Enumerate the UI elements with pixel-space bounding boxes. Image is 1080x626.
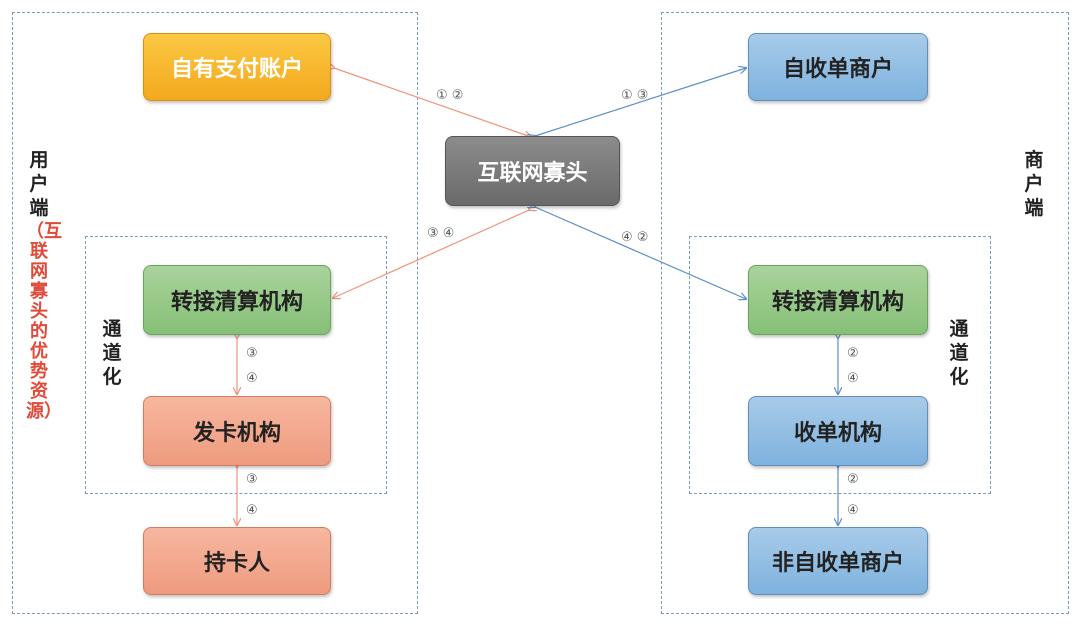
step-label-left-clearing-issuer-2: ④ (246, 371, 258, 386)
right-clearing-box: 转接清算机构 (748, 265, 928, 335)
step-label-left-clearing: ③ ④ (427, 226, 455, 241)
arrow-oligarch-right-clearing (535, 207, 746, 299)
left-clearing-box: 转接清算机构 (143, 265, 331, 335)
merchant-side-label: 商户端 (1024, 149, 1044, 219)
step-label-self-merchant: ① ③ (621, 88, 649, 103)
arrow-own-account-oligarch (334, 68, 531, 137)
self-acquiring-merchant-box: 自收单商户 (748, 33, 928, 101)
step-label-left-clearing-issuer-1: ③ (246, 346, 258, 361)
step-label-right-clearing-acquirer-2: ④ (847, 371, 859, 386)
step-label-right-clearing: ④ ② (621, 230, 649, 245)
user-side-sub-label: （互联网寡头的优势资源） (26, 221, 62, 422)
right-channel-label: 通道化 (949, 318, 969, 388)
step-label-issuer-cardholder-2: ④ (246, 503, 258, 518)
step-label-acquirer-merchant-2: ④ (847, 503, 859, 518)
user-side-region (12, 12, 418, 614)
step-label-right-clearing-acquirer-1: ② (847, 346, 859, 361)
non-self-acquiring-merchant-box: 非自收单商户 (748, 527, 928, 595)
step-label-acquirer-merchant-1: ② (847, 472, 859, 487)
user-side-label: 用户端 (29, 149, 49, 219)
internet-oligarch-box: 互联网寡头 (445, 136, 620, 206)
issuer-box: 发卡机构 (143, 396, 331, 466)
merchant-side-region (661, 12, 1069, 614)
acquirer-box: 收单机构 (748, 396, 928, 466)
arrow-oligarch-left-clearing (333, 210, 529, 298)
arrow-oligarch-self-merchant (535, 68, 746, 136)
left-channel-label: 通道化 (102, 318, 122, 388)
cardholder-box: 持卡人 (143, 527, 331, 595)
own-payment-account-box: 自有支付账户 (143, 33, 331, 101)
step-label-own-account: ① ② (436, 88, 464, 103)
step-label-issuer-cardholder-1: ③ (246, 472, 258, 487)
